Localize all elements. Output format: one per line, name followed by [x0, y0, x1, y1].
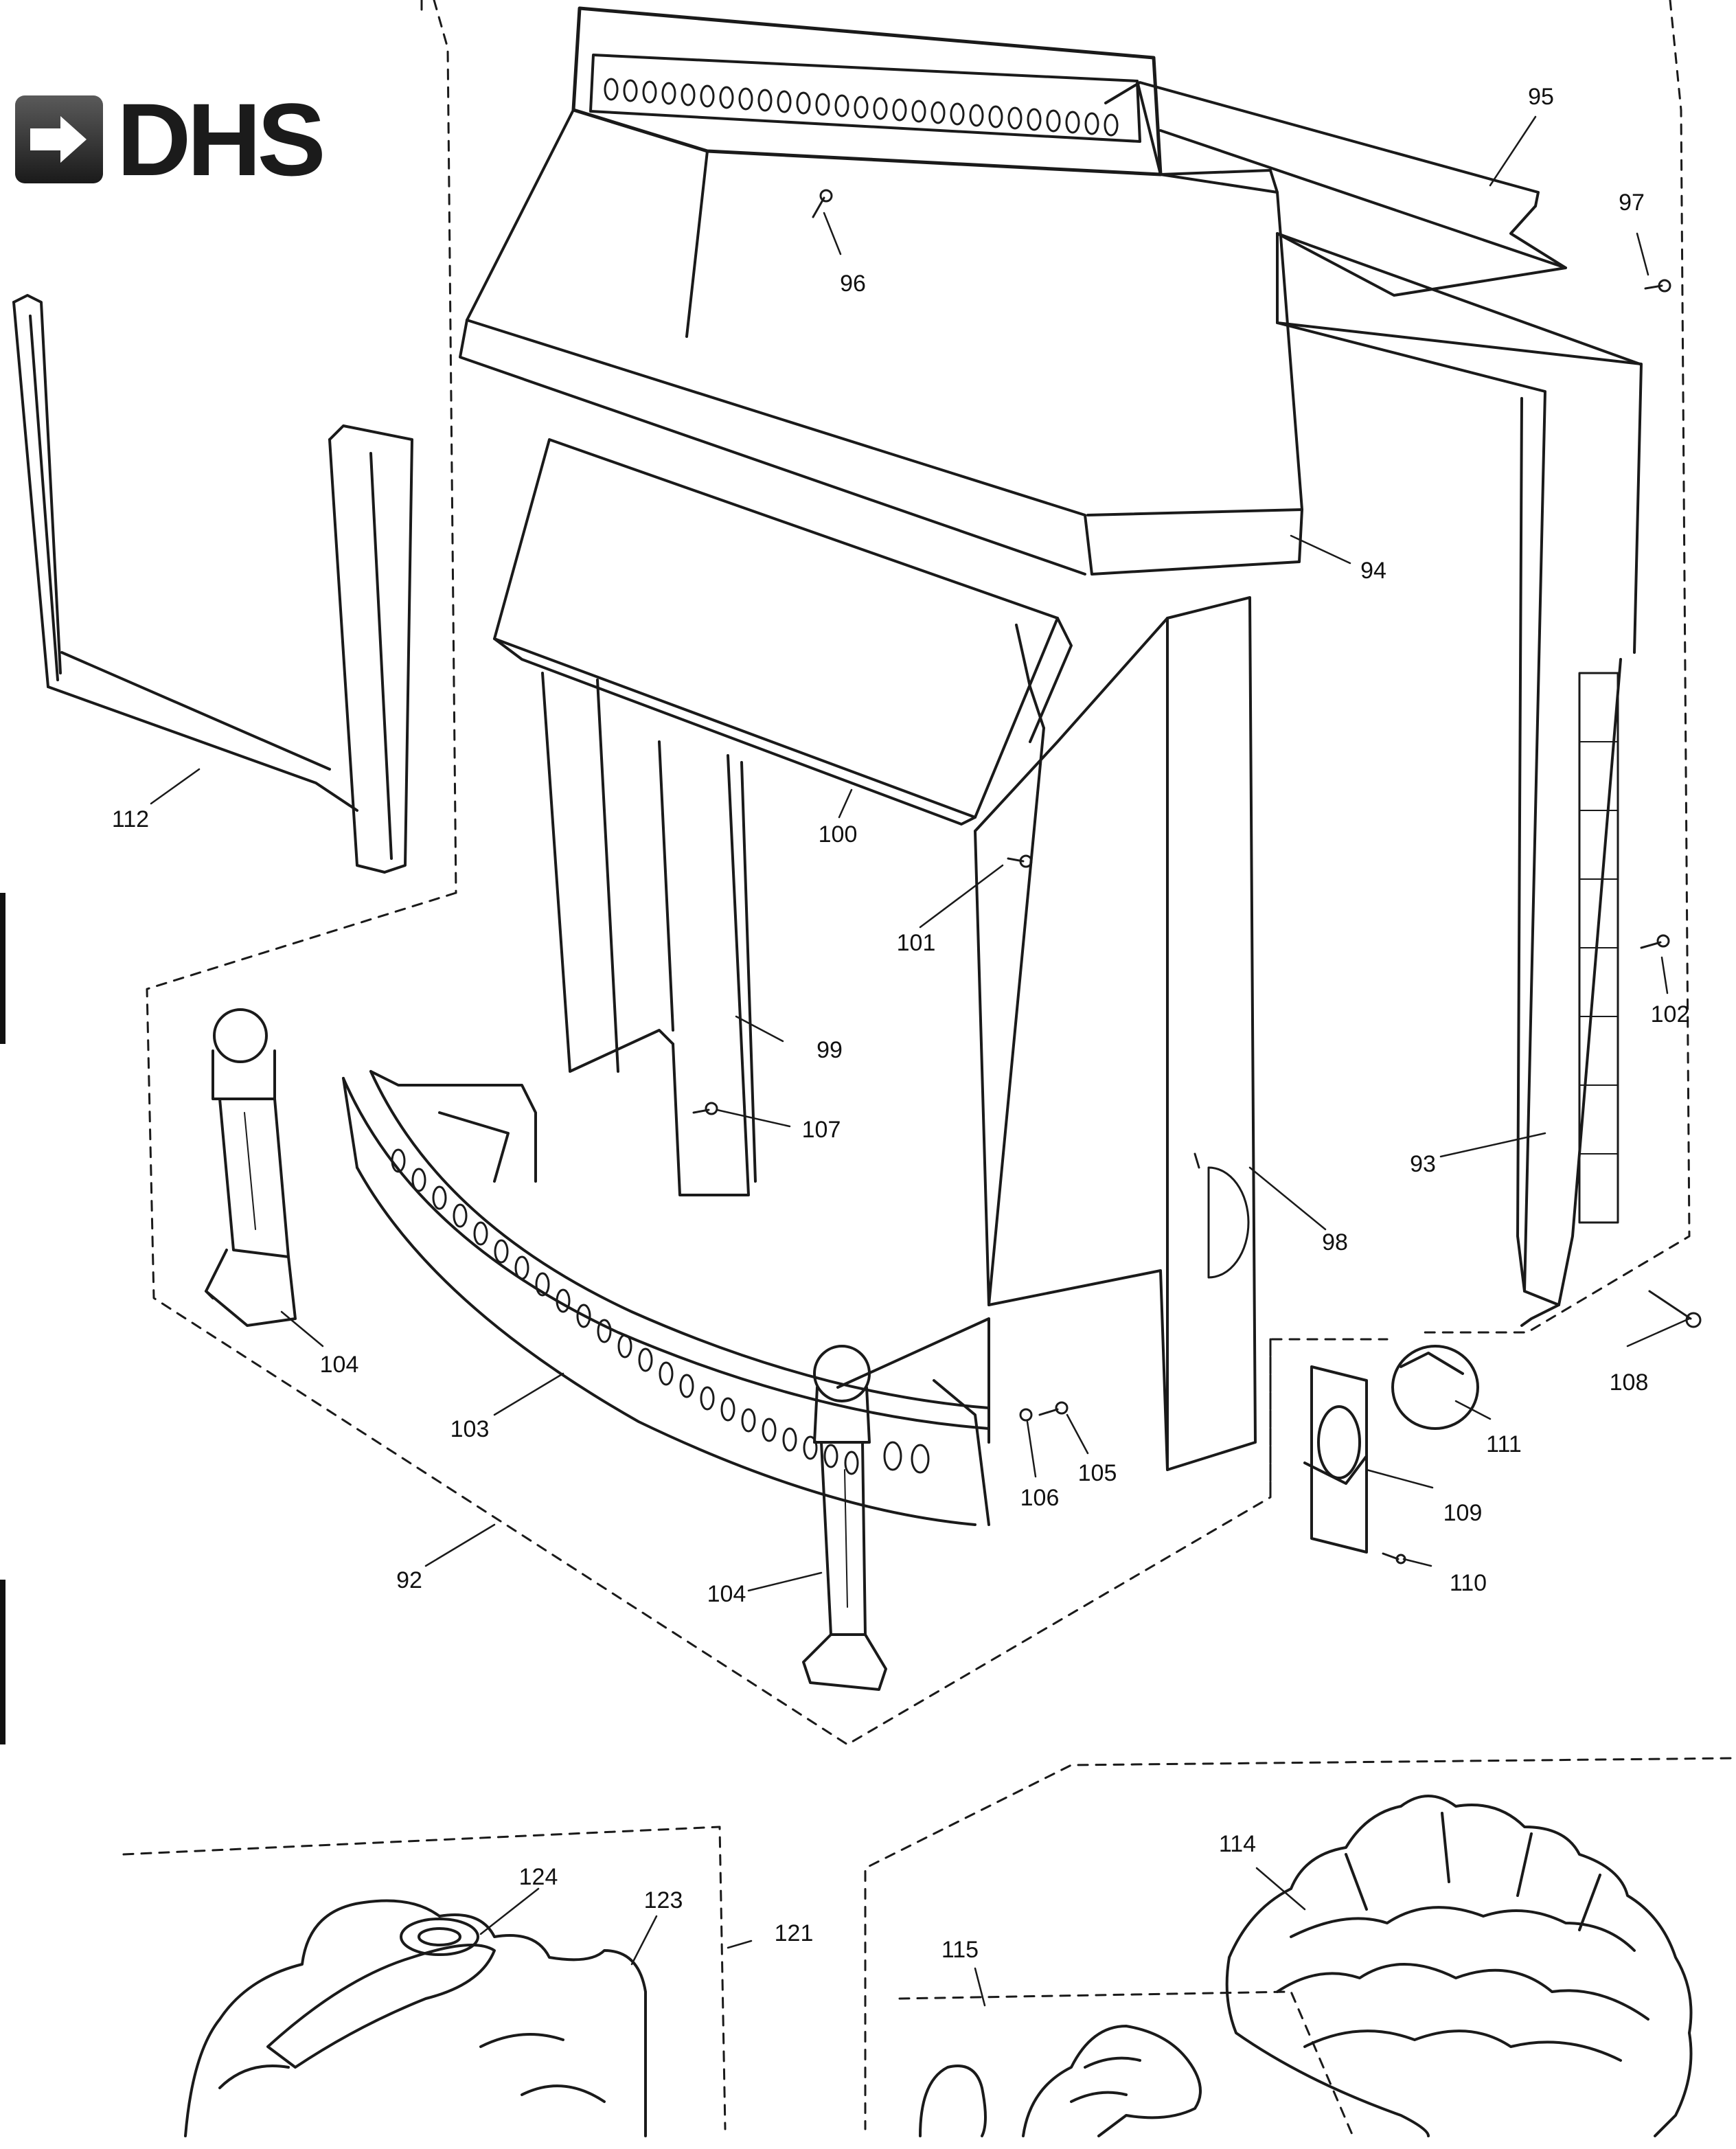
logo-text: DHS: [117, 82, 326, 197]
part-103-fret-holes: [391, 1148, 930, 1475]
part-93-outer-frame: [1276, 232, 1643, 1327]
callout-101: 101: [897, 930, 936, 956]
scan-edge-mark: [0, 1580, 5, 1744]
part-95-rear-trim: [1104, 81, 1567, 297]
callout-111: 111: [1486, 1431, 1522, 1457]
callout-123: 123: [644, 1887, 683, 1913]
callout-114: 114: [1219, 1831, 1256, 1857]
screw-icons: [692, 189, 1702, 1565]
callout-115: 115: [941, 1937, 979, 1963]
callout-96: 96: [840, 271, 866, 297]
arrow-right-icon: [15, 95, 103, 183]
part-94-vent-holes: [604, 78, 1119, 137]
callout-94: 94: [1360, 558, 1386, 584]
part-103-fret: [342, 1070, 990, 1526]
part-112-bracket: [12, 294, 413, 874]
callout-102: 102: [1651, 1001, 1690, 1027]
callout-104-right: 104: [707, 1581, 746, 1607]
callout-124: 124: [519, 1864, 558, 1890]
part-104-right-post: [802, 1345, 887, 1691]
part-115-fuel-bed: [919, 2025, 1202, 2137]
callout-99: 99: [816, 1037, 843, 1063]
callout-121: 121: [775, 1920, 814, 1946]
part-100-hood: [493, 438, 1073, 826]
callout-110: 110: [1450, 1570, 1487, 1596]
callout-93: 93: [1410, 1151, 1436, 1177]
callout-labels: 95 97 96 94 112 100 101 102 99 107 93 98…: [112, 84, 1689, 1963]
assembly-boundary: [122, 0, 1732, 2137]
part-94-canopy: [459, 6, 1303, 576]
callout-108: 108: [1610, 1369, 1649, 1396]
part-98-side-panel: [974, 596, 1257, 1471]
callout-105: 105: [1078, 1460, 1117, 1486]
scan-edge-mark: [0, 893, 5, 1044]
part-111-knob: [1391, 1345, 1479, 1430]
callout-95: 95: [1528, 84, 1554, 110]
callout-103: 103: [450, 1416, 490, 1442]
callout-104-left: 104: [320, 1352, 359, 1378]
callout-97: 97: [1619, 190, 1645, 216]
callout-109: 109: [1443, 1500, 1483, 1526]
dhs-logo: DHS: [15, 82, 326, 197]
part-104-left-post: [205, 1008, 297, 1327]
part-121-fuel-bed: [184, 1899, 647, 2137]
part-99-back-panel: [541, 672, 757, 1196]
callout-100: 100: [819, 821, 858, 848]
callout-107: 107: [802, 1117, 841, 1143]
part-114-fuel-bed: [1225, 1795, 1693, 2137]
callout-98: 98: [1322, 1229, 1348, 1255]
callout-112: 112: [112, 806, 149, 832]
leader-lines: [150, 115, 1691, 2007]
part-109-bracket: [1303, 1365, 1368, 1554]
callout-106: 106: [1020, 1485, 1060, 1511]
callout-92: 92: [396, 1567, 422, 1593]
